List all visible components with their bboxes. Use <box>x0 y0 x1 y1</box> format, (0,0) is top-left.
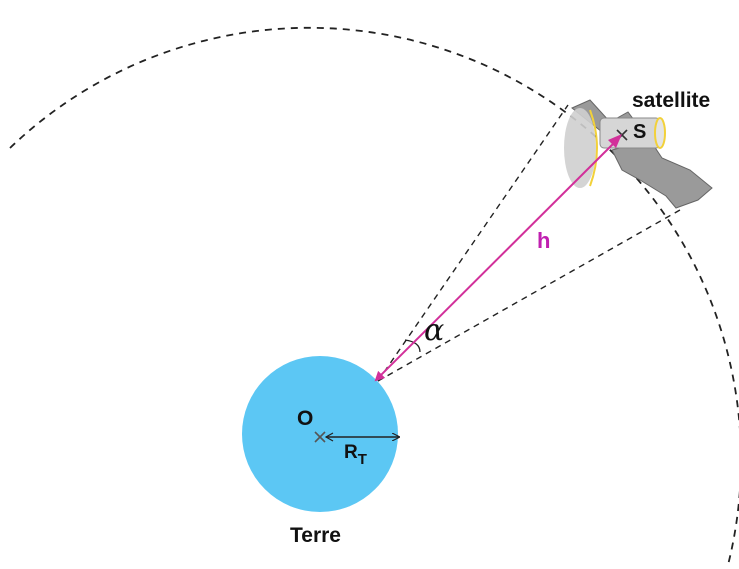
radius-label-subscript: T <box>358 451 367 468</box>
h-arrow-head-top <box>608 134 622 148</box>
radius-label: RT <box>344 442 367 468</box>
antenna-rim <box>589 109 598 187</box>
radius-label-main: R <box>344 442 358 463</box>
satellite-s-label: S <box>633 121 646 143</box>
earth-disk <box>242 356 398 512</box>
h-label: h <box>537 228 550 253</box>
earth-label: Terre <box>290 524 341 547</box>
alpha-label: α <box>424 313 444 348</box>
h-arrow <box>374 136 621 382</box>
satellite-label: satellite <box>632 89 710 112</box>
viewing-cone <box>377 104 681 382</box>
satellite-body <box>599 117 661 149</box>
earth-center-cross <box>314 431 326 443</box>
orbit-dashed-circle <box>9 26 739 566</box>
radius-arrow-start <box>324 432 334 442</box>
satellite-icon <box>564 99 713 209</box>
alpha-angle-arc <box>404 339 421 353</box>
satellite-body-end <box>654 117 666 149</box>
solar-panel-lower <box>611 139 713 209</box>
earth-center-label: O <box>297 407 313 430</box>
